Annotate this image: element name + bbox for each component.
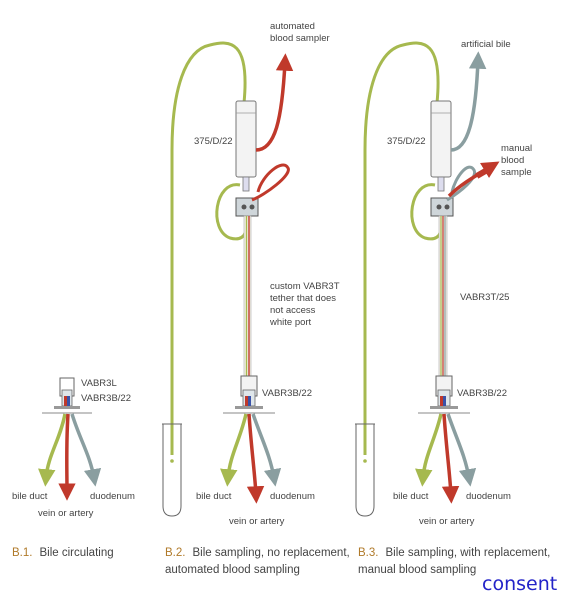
b3-bile-source-label: artificial bile — [461, 39, 511, 50]
manual-blood-line — [447, 161, 500, 198]
b1-caption-num: B.1. — [12, 547, 32, 559]
b3-swivel-label: 375/D/22 — [387, 136, 426, 147]
collection-tube — [162, 423, 182, 517]
b2-vein-label: vein or artery — [229, 516, 285, 527]
b2-caption-text-2: automated blood sampling — [165, 564, 300, 576]
panel-b1: VABR3L VABR3B/22 bile duct duodenum vein… — [12, 377, 135, 560]
b3-manual-label-1: manual — [501, 143, 532, 154]
b3-manual-label-3: sample — [501, 167, 532, 178]
panel-b3: artificial bile 375/D/22 manual blood sa… — [355, 39, 550, 576]
b2-swivel-label: 375/D/22 — [194, 136, 233, 147]
tether — [243, 215, 252, 377]
b2-tether-line-3: not access — [270, 305, 316, 316]
blood-loop — [251, 163, 290, 202]
b2-caption-num: B.2. — [165, 547, 185, 559]
b3-caption-text-1: Bile sampling, with replacement, — [385, 547, 550, 559]
b3-bile-duct-label: bile duct — [393, 491, 429, 502]
vein-tube — [58, 413, 76, 501]
b1-vein-label: vein or artery — [38, 508, 94, 519]
base-plate — [54, 406, 80, 409]
b2-tether-line-2: tether that does — [270, 293, 336, 304]
b1-caption: B.1. Bile circulating — [12, 543, 114, 560]
b2-base-label: VABR3B/22 — [262, 388, 312, 399]
b3-caption: B.3. Bile sampling, with replacement, — [358, 543, 550, 560]
b2-caption: B.2. Bile sampling, no replacement, — [165, 543, 350, 560]
b3-manual-label-2: blood — [501, 155, 524, 166]
b3-gray-loop — [446, 165, 477, 202]
b2-bile-duct-label: bile duct — [196, 491, 232, 502]
b2-caption-text-1: Bile sampling, no replacement, — [192, 547, 349, 559]
b3-swivel-375 — [430, 100, 452, 178]
swivel-375 — [235, 100, 257, 178]
bile-duct-tube — [38, 413, 67, 487]
panel-b2: automated blood sampler 375/D/22 custom … — [162, 21, 350, 576]
b1-port-label: VABR3L — [81, 378, 117, 389]
b2-sampler-label-1: automated — [270, 21, 315, 32]
b3-collection-tube — [355, 423, 375, 517]
b3-vein-label: vein or artery — [419, 516, 475, 527]
b2-duodenum-label: duodenum — [270, 491, 315, 502]
b3-swivel-connector — [430, 197, 454, 217]
b3-caption-num: B.3. — [358, 547, 378, 559]
b1-duodenum-label: duodenum — [90, 491, 135, 502]
b3-tether-label: VABR3T/25 — [460, 292, 509, 303]
b1-bile-duct-label: bile duct — [12, 491, 48, 502]
b3-base-label: VABR3B/22 — [457, 388, 507, 399]
b1-caption-text: Bile circulating — [39, 547, 113, 559]
b2-sampler-label-2: blood sampler — [270, 33, 330, 44]
b1-base-label: VABR3B/22 — [81, 393, 131, 404]
b3-caption-text-2: manual blood sampling — [358, 564, 476, 576]
artificial-bile-line — [450, 51, 487, 152]
duodenum-tube — [70, 413, 102, 487]
blood-sampler-line — [255, 53, 294, 152]
b3-duodenum-label: duodenum — [466, 491, 511, 502]
b2-tether-line-4: white port — [269, 317, 312, 328]
b3-bile-collection-line — [363, 41, 440, 455]
bile-collection-line — [170, 41, 247, 455]
consent-label: consent — [482, 573, 557, 592]
b2-tether-line-1: custom VABR3T — [270, 281, 340, 292]
swivel-connector — [235, 197, 259, 217]
